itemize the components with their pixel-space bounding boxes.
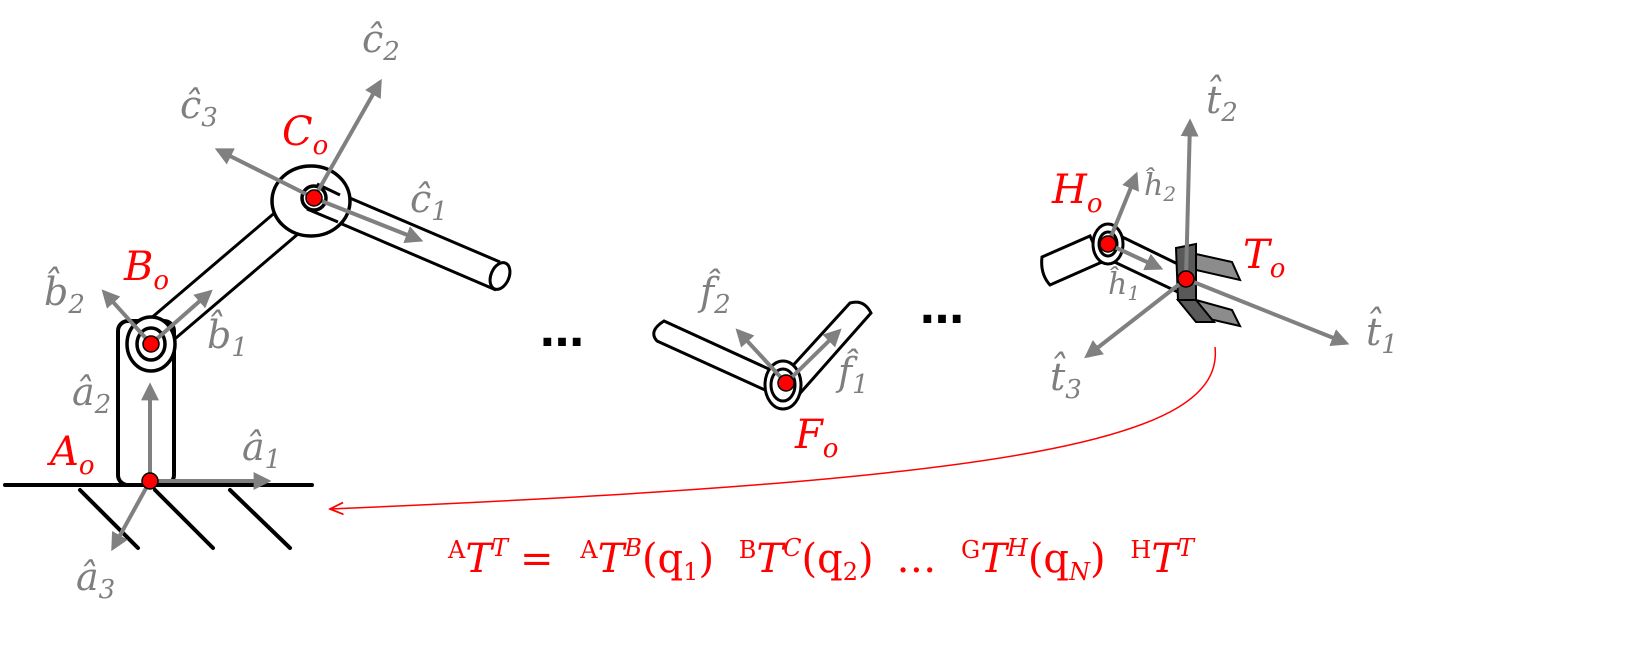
label-h1: ĥ1 xyxy=(1108,266,1140,305)
label-c3: ĉ3 xyxy=(180,83,218,133)
label-h-origin: Ho xyxy=(1051,167,1103,219)
origin-dot-b xyxy=(142,335,160,353)
label-t3: t̂3 xyxy=(1050,352,1082,405)
origin-dot-c xyxy=(305,189,323,207)
label-c-origin: Co xyxy=(282,109,328,161)
label-t2: t̂2 xyxy=(1206,75,1238,128)
origin-dot-f xyxy=(777,374,795,392)
label-a3: â3 xyxy=(76,555,115,605)
link-h xyxy=(1040,222,1187,295)
label-b2: b̂2 xyxy=(44,267,85,320)
ellipsis-right: … xyxy=(920,283,964,334)
label-c2: ĉ2 xyxy=(362,17,400,67)
label-t-origin: To xyxy=(1243,232,1285,284)
label-b1: b̂1 xyxy=(207,310,248,363)
label-f1: f̂1 xyxy=(835,349,869,400)
link-bc xyxy=(142,202,306,351)
origin-dot-t xyxy=(1177,270,1195,288)
origin-dot-h xyxy=(1099,235,1117,253)
label-h2: ĥ2 xyxy=(1144,167,1176,206)
frame-f-arrows xyxy=(735,328,842,385)
label-t1: t̂1 xyxy=(1366,307,1398,360)
label-a-origin: Ao xyxy=(46,429,95,481)
label-a2: â2 xyxy=(72,370,111,420)
frame-b-arrows xyxy=(101,289,213,346)
frame-a-arrows xyxy=(111,382,272,552)
origin-dots xyxy=(141,189,1195,490)
ellipsis-left: … xyxy=(540,306,584,357)
frame-t-arrows xyxy=(1084,118,1350,359)
label-c1: ĉ1 xyxy=(410,177,448,227)
label-a1: â1 xyxy=(242,425,281,475)
label-f2: f̂2 xyxy=(697,269,731,320)
label-f-origin: Fo xyxy=(794,412,838,464)
frame-h-arrows xyxy=(1106,171,1164,271)
transform-equation: ATT= ATB(q1) BTC(q2) … GTH(qN) HTT xyxy=(447,534,1196,586)
frame-c-arrows xyxy=(214,78,424,244)
label-b-origin: Bo xyxy=(123,244,169,296)
ground xyxy=(3,483,314,550)
origin-dot-a xyxy=(141,472,159,490)
transform-curve-arrow xyxy=(330,346,1217,509)
